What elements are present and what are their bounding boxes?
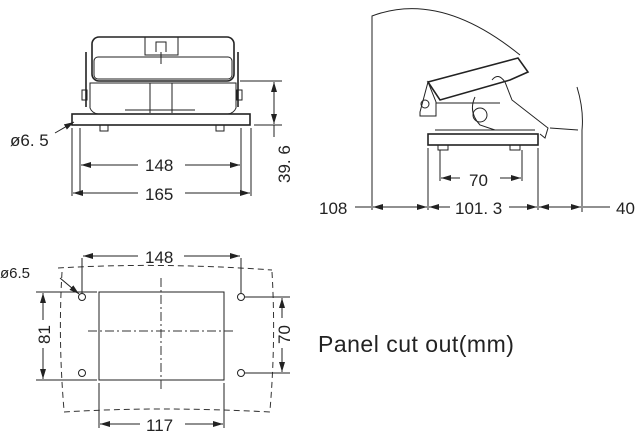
- dim-hole-spacing: 148: [145, 156, 173, 175]
- panel-cutout-caption: Panel cut out(mm): [318, 331, 514, 357]
- dim-panel-hole-diameter: ø6.5: [0, 265, 30, 282]
- dim-left-clearance: 108: [319, 199, 347, 218]
- side-base: [427, 133, 539, 146]
- front-view: 148 165 ø6. 5 39. 6: [10, 36, 294, 204]
- dim-right-clearance: 40: [616, 199, 635, 218]
- dim-foot-spacing: 70: [469, 171, 488, 190]
- dim-cutout-height: 81: [35, 325, 54, 344]
- mount-hole: [237, 293, 245, 301]
- swing-arc: [371, 8, 521, 210]
- side-view: 70 108 101. 3 40: [319, 8, 635, 218]
- mount-hole: [237, 369, 245, 377]
- dim-panel-hole-spacing-y: 70: [275, 325, 294, 344]
- panel-cutout-view: 148 ø6.5 81 70 117 Panel cut out(mm): [0, 248, 514, 435]
- mount-hole: [78, 369, 86, 377]
- lever-arms: [85, 52, 239, 107]
- dim-cutout-width: 117: [146, 416, 173, 435]
- base-plate: [71, 113, 251, 126]
- dim-body-depth: 101. 3: [455, 199, 502, 218]
- panel-outline: [57, 264, 275, 413]
- dim-hole-diameter: ø6. 5: [10, 131, 49, 150]
- dim-overall-width: 165: [145, 185, 173, 204]
- dim-height: 39. 6: [275, 145, 294, 183]
- dim-panel-hole-spacing-x: 148: [145, 248, 173, 267]
- screw: [155, 41, 167, 64]
- mount-hole: [78, 293, 86, 301]
- right-clearance-arc: [576, 86, 583, 212]
- tilted-cover: [426, 57, 530, 101]
- cover-outline: [91, 36, 235, 82]
